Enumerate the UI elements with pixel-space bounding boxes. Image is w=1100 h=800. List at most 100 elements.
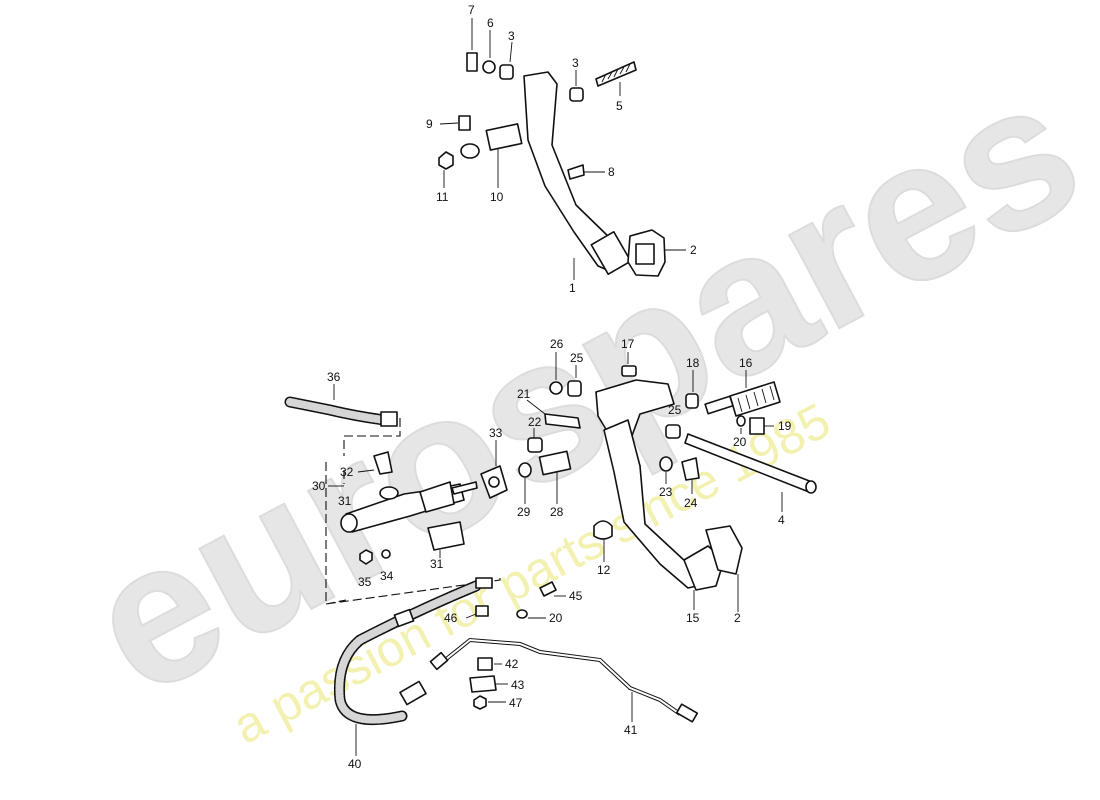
label-15: 15 (686, 611, 700, 625)
lower-pedal-assembly (284, 365, 817, 726)
pushrod (451, 481, 478, 495)
washer-34 (381, 549, 391, 559)
label-46: 46 (444, 611, 458, 625)
clevis-28 (538, 450, 572, 476)
label-25b: 25 (668, 403, 682, 417)
upper-pedal-assembly (438, 52, 666, 277)
clip-42 (477, 657, 493, 671)
bushing-25a (567, 380, 582, 397)
washer-6 (482, 60, 496, 74)
label-23: 23 (659, 485, 673, 499)
label-20a: 20 (733, 435, 747, 449)
clip-9 (458, 115, 471, 131)
bolt-17 (621, 365, 637, 377)
label-30: 30 (312, 479, 326, 493)
clevis-10 (485, 123, 523, 151)
label-3b: 3 (572, 56, 579, 70)
label-31a: 31 (338, 494, 352, 508)
washer-23 (659, 456, 673, 472)
label-24: 24 (684, 496, 698, 510)
nut-35 (359, 549, 373, 565)
label-35: 35 (358, 575, 372, 589)
hose-40-fitting-top (475, 577, 493, 589)
label-32: 32 (340, 465, 354, 479)
clevis-10-end (460, 143, 480, 159)
label-2-upper: 2 (690, 243, 697, 257)
label-9: 9 (426, 117, 433, 131)
label-33: 33 (489, 426, 503, 440)
washer-20a (736, 415, 746, 427)
group-bracket-lines (325, 418, 501, 605)
label-36: 36 (327, 370, 341, 384)
label-40: 40 (348, 757, 362, 771)
pedal-pad-mount-upper (590, 230, 632, 276)
label-26: 26 (550, 337, 564, 351)
label-1: 1 (569, 281, 576, 295)
label-10: 10 (490, 190, 504, 204)
bushing-18 (685, 393, 699, 409)
label-20b: 20 (549, 611, 563, 625)
label-17: 17 (621, 337, 635, 351)
leader-21 (526, 399, 546, 415)
banjo-bolt-45 (539, 581, 557, 597)
label-28: 28 (550, 505, 564, 519)
label-31b: 31 (430, 557, 444, 571)
bushing-25b (665, 424, 681, 439)
label-3a: 3 (508, 29, 515, 43)
reservoir-hose-36-fill (286, 398, 388, 424)
elbow-32 (373, 451, 393, 475)
nut-29 (518, 462, 532, 478)
master-cylinder-end (340, 513, 358, 533)
label-34: 34 (380, 569, 394, 583)
label-22: 22 (528, 415, 542, 429)
label-7: 7 (468, 3, 475, 17)
label-6: 6 (487, 16, 494, 30)
label-16: 16 (739, 356, 753, 370)
leader-9 (439, 122, 459, 125)
leader-3a (509, 41, 513, 63)
hose-40-fitting-mid (393, 608, 415, 628)
bolt-46 (475, 605, 489, 617)
pedal-stop-12 (593, 520, 613, 540)
bolt-8 (567, 164, 585, 180)
pedal-shaft-4-end (805, 480, 817, 494)
label-2-lower: 2 (734, 611, 741, 625)
label-42: 42 (505, 657, 519, 671)
nut-47 (473, 695, 487, 710)
bracket-43 (469, 675, 497, 693)
pedal-pad-upper-inner (635, 243, 655, 265)
line-41-fitting-start (429, 651, 449, 671)
label-45: 45 (569, 589, 583, 603)
label-12: 12 (597, 563, 611, 577)
hydraulic-line-41-inner (439, 638, 681, 715)
label-8: 8 (608, 165, 615, 179)
label-29: 29 (517, 505, 531, 519)
line-41-fitting-end (675, 703, 699, 723)
return-spring-5-coils (601, 63, 631, 83)
bushing-3b (569, 87, 584, 102)
hose-36-fitting (380, 411, 398, 427)
leader-46 (465, 613, 477, 619)
label-4: 4 (778, 513, 785, 527)
label-47: 47 (509, 696, 523, 710)
clip-19 (749, 417, 765, 435)
label-25a: 25 (570, 351, 584, 365)
helper-spring-16-coils (737, 385, 775, 413)
washer-20b (516, 609, 528, 619)
helper-spring-16 (729, 381, 781, 417)
label-21: 21 (517, 387, 531, 401)
part-labels: 7 6 3 3 5 9 8 11 10 2 1 26 25 17 18 16 3… (312, 3, 792, 771)
flex-hose-40-fill (335, 582, 480, 724)
clip-24 (681, 457, 700, 481)
label-41: 41 (624, 723, 638, 737)
boot-31-attached (419, 481, 455, 513)
bushing-3a (499, 64, 514, 80)
washer-26 (549, 381, 563, 395)
master-cylinder-port (379, 486, 399, 500)
nut-11 (438, 151, 454, 170)
rod-end-16 (704, 395, 734, 415)
boot-31-loose (427, 521, 465, 551)
gasket-33-hole (488, 476, 500, 488)
clip-7 (466, 52, 478, 72)
